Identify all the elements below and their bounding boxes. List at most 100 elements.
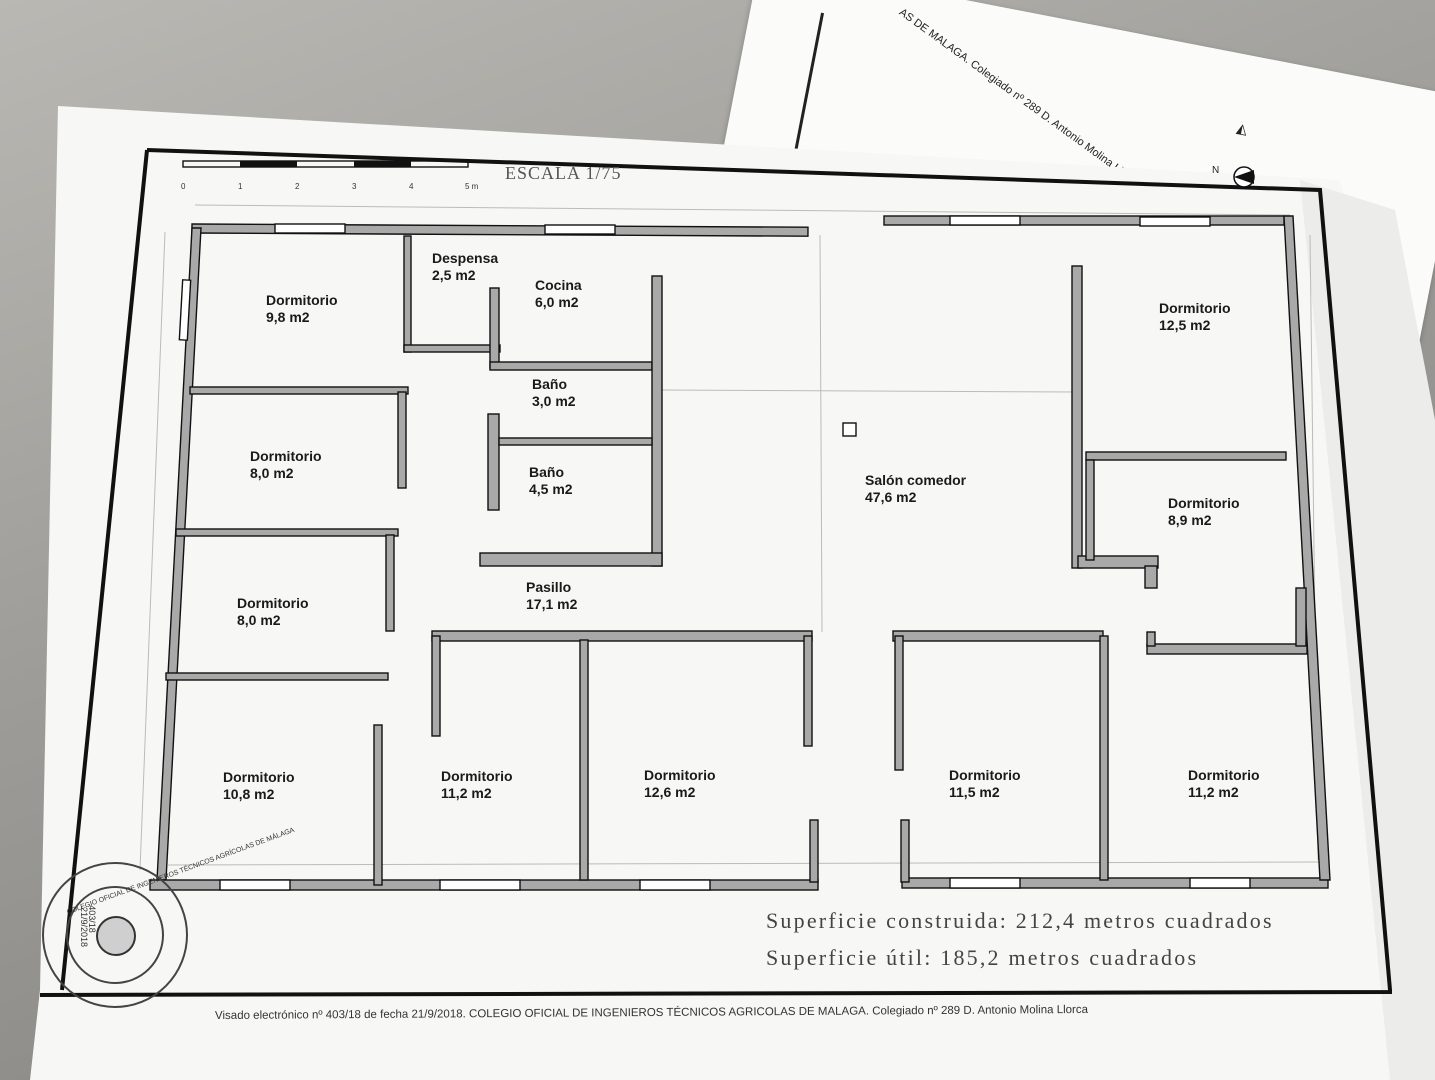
room-area: 2,5 m2 xyxy=(432,267,476,283)
window xyxy=(439,879,521,891)
wall xyxy=(489,361,653,371)
room-area: 3,0 m2 xyxy=(532,393,576,409)
window xyxy=(178,279,192,341)
scale-tick: 2 xyxy=(295,182,300,191)
wall xyxy=(489,287,500,369)
room-name: Dormitorio xyxy=(644,767,716,783)
wall xyxy=(403,235,412,353)
drawing-frame-left xyxy=(60,149,149,991)
wall xyxy=(498,437,653,446)
wall xyxy=(651,275,663,567)
north-arrow-head xyxy=(1234,170,1254,184)
room-area: 10,8 m2 xyxy=(223,786,275,802)
wall xyxy=(1077,555,1159,569)
drawing-frame xyxy=(39,148,1392,997)
window xyxy=(1189,877,1251,889)
room-name: Dormitorio xyxy=(250,448,322,464)
wall xyxy=(397,391,407,489)
room-area: 9,8 m2 xyxy=(266,309,310,325)
wall xyxy=(883,215,1285,226)
scale-tick: 1 xyxy=(238,182,243,191)
room-name: Dormitorio xyxy=(441,768,513,784)
room-area: 12,6 m2 xyxy=(644,784,696,800)
scale-tick: 0 xyxy=(181,182,186,191)
room-name: Dormitorio xyxy=(266,292,338,308)
window xyxy=(639,879,711,891)
wall xyxy=(901,877,1329,889)
structural-column xyxy=(842,422,857,437)
wall xyxy=(1295,587,1307,647)
dimension-lines xyxy=(139,204,1321,871)
wall xyxy=(1146,643,1308,655)
wall xyxy=(1099,635,1109,881)
window xyxy=(274,223,346,234)
room-name: Despensa xyxy=(432,250,499,266)
wall xyxy=(403,344,501,353)
wall xyxy=(579,639,589,881)
room-area: 12,5 m2 xyxy=(1159,317,1211,333)
room-area: 4,5 m2 xyxy=(529,481,573,497)
room-area: 8,0 m2 xyxy=(250,465,294,481)
room-area: 8,0 m2 xyxy=(237,612,281,628)
wall xyxy=(894,635,904,771)
wall xyxy=(487,413,500,511)
seal-emblem-icon xyxy=(96,916,136,956)
seal-date: 21/9/2018 xyxy=(79,906,90,948)
wall xyxy=(803,635,813,747)
window xyxy=(949,215,1021,226)
wall xyxy=(175,528,399,537)
wall xyxy=(1085,459,1095,561)
walls xyxy=(149,215,1331,891)
room-name: Cocina xyxy=(535,277,582,293)
scale-tick: 5 m xyxy=(465,182,479,191)
scale-bar-segment xyxy=(354,161,411,167)
wall xyxy=(1071,265,1083,569)
wall xyxy=(1146,631,1156,647)
wall xyxy=(373,724,383,886)
wall xyxy=(431,635,441,737)
wall xyxy=(892,630,1104,642)
window xyxy=(1139,216,1211,227)
room-name: Dormitorio xyxy=(1168,495,1240,511)
room-area: 47,6 m2 xyxy=(865,489,917,505)
wall xyxy=(165,672,389,681)
room-name: Baño xyxy=(529,464,564,480)
north-label: N xyxy=(1212,165,1220,176)
wall xyxy=(431,630,813,642)
official-seal-stamp: COLEGIO OFICIAL DE INGENIEROS TÉCNICOS A… xyxy=(42,827,295,1008)
room-name: Baño xyxy=(532,376,567,392)
wall xyxy=(479,552,663,567)
seal-inner-ring xyxy=(66,886,164,984)
wall xyxy=(809,819,819,883)
room-area: 17,1 m2 xyxy=(526,596,578,612)
scale-bar-segment xyxy=(240,161,297,167)
room-area: 11,2 m2 xyxy=(1188,784,1239,800)
wall xyxy=(1144,565,1158,589)
wall xyxy=(1283,215,1331,881)
room-name: Dormitorio xyxy=(237,595,309,611)
built-surface-text: Superficie construida: 212,4 metros cuad… xyxy=(766,908,1274,933)
room-name: Dormitorio xyxy=(1159,300,1231,316)
room-name: Salón comedor xyxy=(865,472,967,488)
wall xyxy=(1085,451,1287,461)
scale-tick: 3 xyxy=(352,182,357,191)
wall xyxy=(385,534,395,632)
window xyxy=(219,879,291,891)
scale-bar xyxy=(182,160,469,168)
room-area: 11,5 m2 xyxy=(949,784,1000,800)
